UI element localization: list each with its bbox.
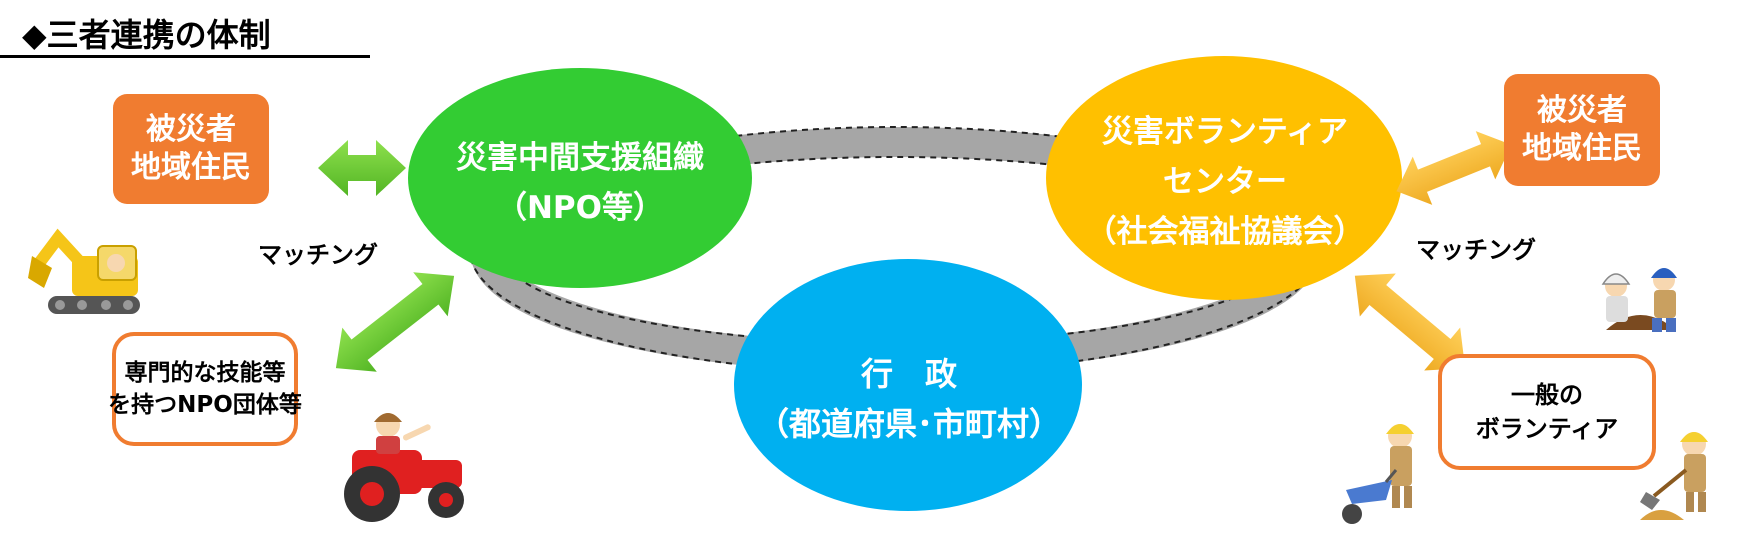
npo-label: 災害中間支援組織 （NPO等） <box>420 120 740 246</box>
vc-label-line1: 災害ボランティア <box>1101 114 1349 150</box>
gov-label-line2: （都道府県･市町村） <box>756 405 1061 443</box>
arrow-npo-specialist <box>335 272 455 372</box>
specialist-npo-line2: を持つNPO団体等 <box>108 392 302 418</box>
specialist-npo-box: 専門的な技能等 を持つNPO団体等 <box>108 332 302 446</box>
wheelbarrow-worker-icon <box>1342 424 1414 524</box>
shovel-worker-icon <box>1640 432 1708 520</box>
arrow-vc-volunteers <box>1354 273 1466 371</box>
right-resident-box: 被災者 地域住民 <box>1504 74 1660 186</box>
left-resident-line2: 地域住民 <box>131 150 251 185</box>
npo-label-line2: （NPO等） <box>495 190 665 226</box>
general-volunteer-box: 一般の ボランティア <box>1438 354 1656 470</box>
general-volunteer-line1: 一般の <box>1511 381 1583 409</box>
left-resident-line1: 被災者 <box>146 112 236 147</box>
arrow-npo-residents <box>318 140 406 196</box>
diagram-title: ◆三者連携の体制 <box>22 16 271 54</box>
volunteer-center-label: 災害ボランティア センター （社会福祉協議会） <box>1050 102 1400 262</box>
general-volunteer-line2: ボランティア <box>1475 415 1619 443</box>
right-matching-label: マッチング <box>1416 236 1536 264</box>
npo-label-line1: 災害中間支援組織 <box>456 140 704 176</box>
government-node <box>734 259 1082 511</box>
right-resident-line1: 被災者 <box>1537 93 1627 128</box>
npo-node <box>408 68 752 288</box>
vc-label-line2: センター <box>1163 164 1287 200</box>
vc-label-line3: （社会福祉協議会） <box>1085 214 1365 250</box>
government-label: 行 政 （都道府県･市町村） <box>744 344 1074 454</box>
left-matching-label: マッチング <box>258 241 378 269</box>
excavator-icon <box>28 228 140 314</box>
left-resident-box: 被災者 地域住民 <box>113 94 269 204</box>
specialist-npo-line1: 専門的な技能等 <box>124 360 286 386</box>
volunteer-center-node <box>1046 56 1402 300</box>
tractor-icon <box>344 413 464 522</box>
volunteer-workers-icon <box>1601 268 1677 332</box>
arrow-vc-residents <box>1396 131 1512 205</box>
right-resident-line2: 地域住民 <box>1522 131 1642 166</box>
gov-label-line1: 行 政 <box>860 355 957 393</box>
title-underline <box>0 55 370 58</box>
